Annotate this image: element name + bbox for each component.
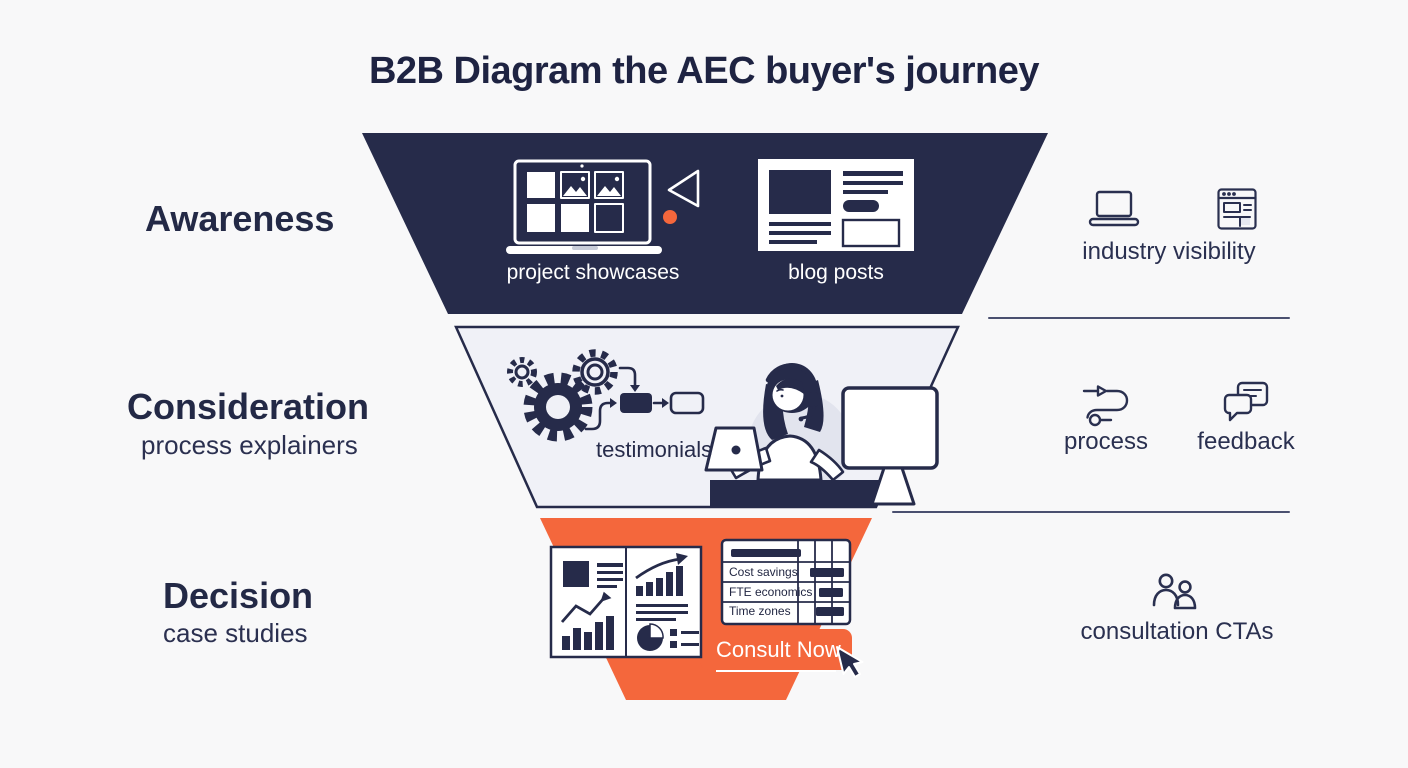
caption-process: process — [1063, 428, 1149, 455]
caption-industry-visibility: industry visibility — [1082, 238, 1256, 265]
feedback-chat-icon — [1223, 381, 1269, 425]
label-blog-posts: blog posts — [788, 261, 884, 284]
accent-dot — [663, 210, 677, 224]
table-row-cost-savings: Cost savings — [729, 565, 798, 579]
browser-window-icon — [1217, 188, 1257, 230]
table-row-time-zones: Time zones — [729, 604, 791, 618]
label-project-showcases: project showcases — [506, 261, 680, 284]
mouse-cursor-icon — [836, 646, 864, 678]
flowchart-illustration — [584, 366, 705, 431]
caption-consultation-ctas: consultation CTAs — [1080, 618, 1274, 645]
stage-sublabel-process-explainers: process explainers — [141, 430, 358, 460]
stage-label-decision: Decision — [163, 575, 314, 616]
comparison-table-illustration — [720, 538, 852, 626]
awareness-stage-shape — [362, 133, 1048, 314]
stage-label-consideration: Consideration — [127, 386, 370, 427]
support-person-illustration — [704, 363, 939, 506]
table-row-fte-economics: FTE economics — [729, 585, 813, 599]
laptop-icon — [1088, 190, 1140, 228]
consult-now-button[interactable]: Consult Now — [716, 637, 841, 672]
page-title: B2B Diagram the AEC buyer's journey — [368, 50, 1040, 92]
divider-consideration — [892, 511, 1290, 513]
caption-feedback: feedback — [1197, 428, 1295, 455]
divider-awareness — [988, 317, 1290, 319]
people-icon — [1152, 573, 1198, 613]
label-testimonials: testimonials — [596, 437, 713, 462]
blog-post-illustration — [756, 157, 916, 253]
gears-illustration — [507, 349, 618, 442]
stage-sublabel-case-studies: case studies — [163, 618, 308, 648]
stage-label-awareness: Awareness — [145, 198, 335, 239]
consult-now-tab — [700, 629, 852, 670]
video-play-icon — [663, 169, 700, 224]
project-showcase-laptop-illustration — [506, 159, 662, 254]
process-flow-icon — [1082, 383, 1132, 427]
case-study-charts-illustration — [549, 545, 703, 659]
desk-shape — [710, 480, 889, 507]
